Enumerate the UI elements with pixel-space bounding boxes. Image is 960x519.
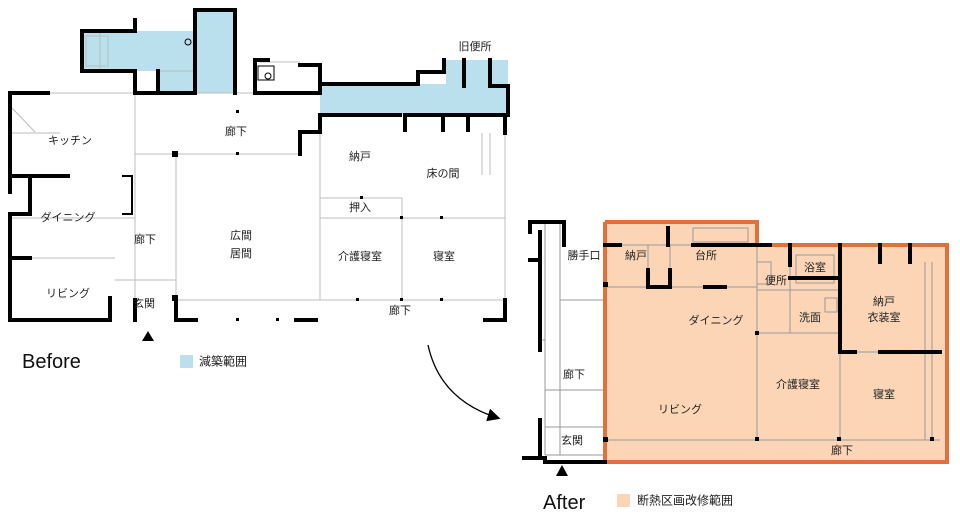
- room-old-toilet: 旧便所: [459, 40, 492, 53]
- insulation-legend-swatch: [617, 494, 630, 507]
- room-katteguchi: 勝手口: [568, 248, 601, 262]
- demolition-legend-swatch: [180, 355, 193, 368]
- room-corridor-bottom: 廊下: [389, 303, 411, 317]
- room-hiroma: 広間: [230, 229, 252, 242]
- room-dining: ダイニング: [689, 313, 744, 327]
- after-plan: 勝手口 納戸 台所 便所 浴室 洗面 納戸 衣装室 ダイニング 介護寝室 寝室 …: [522, 220, 949, 514]
- room-shinshitsu: 寝室: [873, 387, 895, 401]
- room-kaigo: 介護寝室: [338, 249, 382, 263]
- room-corridor-bottom: 廊下: [831, 443, 853, 457]
- before-caption: Before: [22, 351, 81, 373]
- after-posts: [603, 282, 934, 442]
- room-corridor-top: 廊下: [225, 124, 247, 138]
- room-corridor-left: 廊下: [134, 232, 156, 246]
- before-posts: [172, 110, 443, 321]
- before-plan: キッチン ダイニング リビング 廊下 玄関 廊下 広間 居間 納戸 床の間 押入…: [8, 8, 510, 373]
- room-tokonoma: 床の間: [427, 166, 460, 180]
- room-oshiire: 押入: [349, 200, 371, 214]
- after-caption: After: [543, 492, 586, 514]
- room-ima: 居間: [230, 247, 252, 260]
- room-corridor-left: 廊下: [563, 367, 585, 381]
- room-nando2: 納戸: [873, 295, 895, 308]
- room-kitchen: キッチン: [48, 134, 92, 147]
- demolition-area: [82, 10, 508, 115]
- room-daidokoro: 台所: [695, 248, 717, 262]
- room-nando: 納戸: [349, 150, 371, 163]
- entrance-marker: [142, 331, 154, 341]
- room-living: リビング: [658, 402, 702, 416]
- room-ishoshitsu: 衣装室: [868, 310, 901, 324]
- insulation-legend-label: 断熱区画改修範囲: [637, 493, 733, 508]
- room-senmen: 洗面: [799, 311, 821, 324]
- before-walls: [8, 8, 510, 322]
- room-nando: 納戸: [625, 249, 647, 262]
- room-kaigo: 介護寝室: [776, 377, 820, 391]
- demolition-legend-label: 減築範囲: [199, 354, 247, 369]
- insulation-area: [605, 222, 947, 462]
- room-shinshitsu: 寝室: [433, 249, 455, 263]
- room-benjo: 便所: [765, 274, 787, 287]
- room-yokushitsu: 浴室: [804, 260, 826, 274]
- transition-arrow: [427, 344, 501, 422]
- room-genkan: 玄関: [133, 296, 155, 310]
- entrance-marker: [556, 465, 568, 476]
- room-dining: ダイニング: [41, 210, 96, 224]
- room-genkan: 玄関: [561, 433, 583, 447]
- room-living: リビング: [46, 286, 90, 300]
